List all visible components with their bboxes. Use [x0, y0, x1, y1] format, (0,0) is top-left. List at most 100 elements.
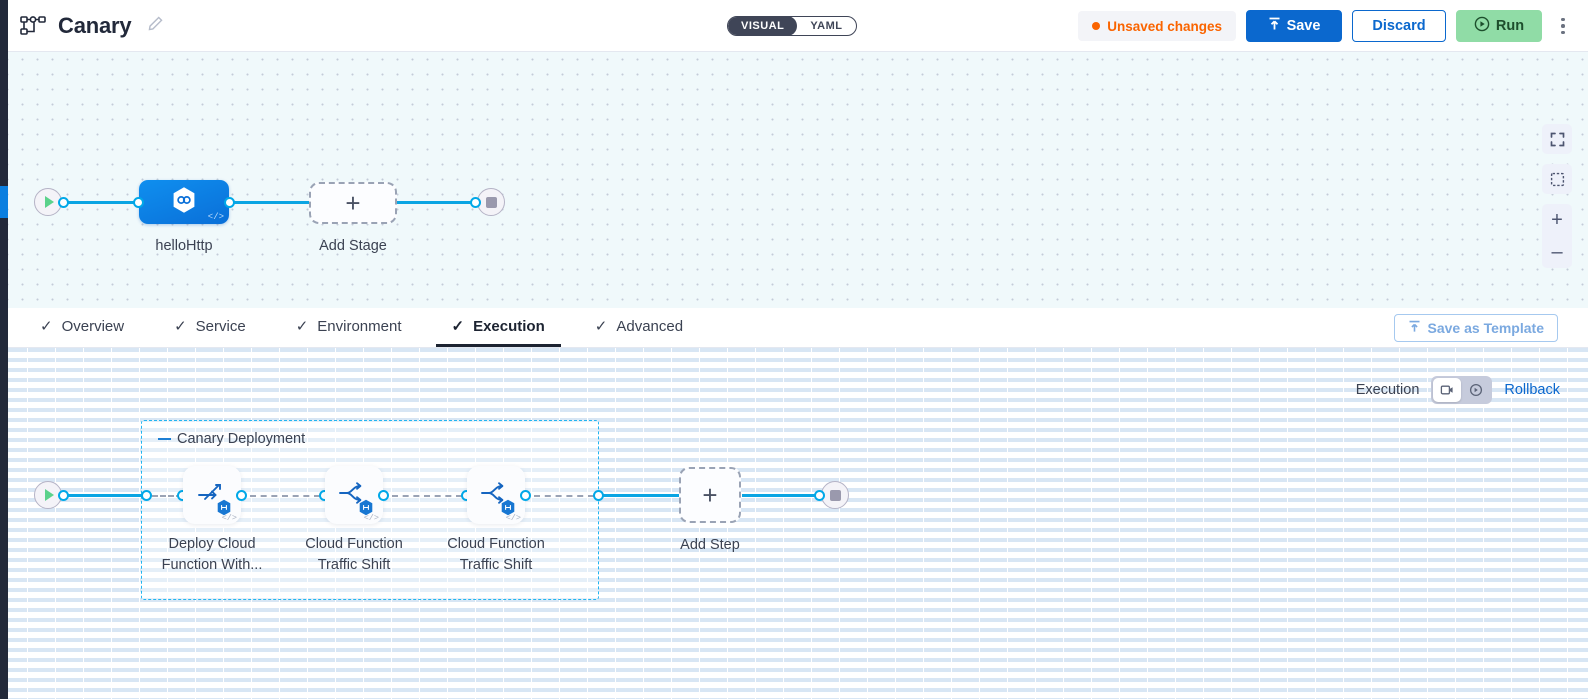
deploy-arrow-icon	[195, 479, 229, 512]
exec-connector-to-end	[742, 494, 824, 497]
save-button[interactable]: Save	[1246, 10, 1342, 42]
play-icon	[44, 489, 54, 501]
stage-node-in-port[interactable]	[133, 196, 144, 208]
stage-connector-1	[225, 201, 315, 204]
tabs-list: ✓ Overview ✓ Service ✓ Environment ✓ Exe…	[0, 308, 717, 347]
stage-node-hellohttp[interactable]: </> helloHttp	[133, 180, 235, 254]
stage-code-badge: </>	[207, 212, 224, 222]
exec-connector-g0	[152, 495, 182, 497]
save-button-label: Save	[1286, 18, 1321, 34]
exec-start-node-port[interactable]	[58, 489, 69, 501]
add-step-button[interactable]: +	[679, 467, 741, 523]
step-node-2-label-line1: Cloud Function	[305, 536, 403, 552]
add-stage-button[interactable]: +	[309, 182, 397, 224]
group-entry-port[interactable]	[141, 490, 152, 501]
stage-node-out-port[interactable]	[224, 196, 235, 208]
check-icon: ✓	[594, 317, 608, 335]
exec-end-node-port[interactable]	[814, 489, 825, 501]
kebab-menu-icon[interactable]	[1552, 10, 1574, 42]
status-badge-unsaved: Unsaved changes	[1078, 11, 1236, 41]
execution-toolbar: Execution Rollback	[1356, 376, 1560, 404]
end-node[interactable]	[470, 188, 505, 216]
exec-start-node[interactable]	[34, 481, 69, 509]
zoom-controls: + –	[1542, 204, 1572, 268]
add-step-node[interactable]: + Add Step	[679, 467, 741, 553]
stage-node-label: helloHttp	[155, 238, 213, 254]
step-node-traffic-shift-1[interactable]: </> Cloud Function Traffic Shift	[305, 466, 403, 573]
collapse-icon[interactable]	[158, 438, 171, 440]
check-icon: ✓	[295, 317, 309, 335]
tab-environment[interactable]: ✓ Environment	[280, 308, 418, 347]
stage-canvas[interactable]: </> helloHttp + Add Stage	[0, 52, 1588, 308]
execution-canvas[interactable]: Execution Rollback	[0, 348, 1588, 699]
view-mode-visual[interactable]: VISUAL	[728, 17, 798, 35]
execution-view-icon[interactable]	[1433, 378, 1462, 402]
exec-connector-to-add	[600, 494, 679, 497]
stage-connector-start	[56, 201, 144, 204]
pipeline-icon	[20, 15, 46, 37]
step-node-traffic-shift-2[interactable]: </> Cloud Function Traffic Shift	[447, 466, 545, 573]
step-1-code-badge: </>	[221, 513, 237, 523]
stage-connector-2	[392, 201, 484, 204]
header-left-group: Canary	[0, 13, 164, 39]
step-1-out-port[interactable]	[236, 490, 247, 501]
start-node[interactable]	[34, 188, 69, 216]
run-button[interactable]: Run	[1456, 10, 1542, 42]
rollback-link[interactable]: Rollback	[1504, 382, 1560, 398]
step-3-out-port[interactable]	[520, 490, 531, 501]
end-node-circle	[477, 188, 505, 216]
add-stage-node[interactable]: + Add Stage	[309, 182, 397, 254]
exec-end-node[interactable]	[814, 481, 849, 509]
edit-pencil-icon[interactable]	[143, 15, 164, 37]
fullscreen-icon[interactable]	[1542, 124, 1572, 154]
view-mode-toggle[interactable]: VISUAL YAML	[727, 16, 857, 36]
step-1-hex-badge	[216, 499, 232, 516]
stop-icon	[829, 489, 841, 501]
fit-to-screen-icon[interactable]	[1542, 164, 1572, 194]
execution-toolbar-label: Execution	[1355, 382, 1420, 398]
cloud-function-hex-icon	[171, 186, 197, 219]
tab-execution[interactable]: ✓ Execution	[435, 308, 561, 347]
tab-overview-label: Overview	[61, 317, 125, 335]
rollback-view-icon[interactable]	[1462, 378, 1490, 402]
header-actions: Unsaved changes Save Discard	[1078, 0, 1574, 52]
template-upload-icon	[1408, 320, 1421, 336]
group-exit-port[interactable]	[593, 490, 604, 501]
unsaved-label: Unsaved changes	[1107, 18, 1222, 34]
tab-overview[interactable]: ✓ Overview	[24, 308, 140, 347]
step-group-label: Canary Deployment	[158, 431, 305, 447]
unsaved-dot-icon	[1092, 22, 1101, 30]
step-3-code-badge: </>	[505, 513, 521, 523]
zoom-in-icon[interactable]: +	[1551, 208, 1563, 231]
execution-view-toggle[interactable]	[1431, 376, 1493, 404]
step-node-2-body[interactable]: </>	[325, 466, 383, 524]
plus-icon: +	[702, 480, 718, 510]
step-2-out-port[interactable]	[378, 490, 389, 501]
run-button-label: Run	[1495, 18, 1525, 34]
step-node-1-body[interactable]: </>	[183, 466, 241, 524]
zoom-out-icon[interactable]: –	[1551, 240, 1563, 263]
run-play-icon	[1474, 16, 1490, 36]
end-node-port[interactable]	[470, 196, 481, 208]
exec-end-node-circle	[821, 481, 849, 509]
traffic-shift-icon	[479, 479, 513, 512]
tab-environment-label: Environment	[317, 317, 402, 335]
view-mode-yaml[interactable]: YAML	[810, 20, 843, 32]
step-group-label-text: Canary Deployment	[177, 431, 306, 447]
tab-service[interactable]: ✓ Service	[158, 308, 262, 347]
step-3-hex-badge	[500, 499, 516, 516]
add-step-label: Add Step	[680, 537, 740, 553]
tab-advanced[interactable]: ✓ Advanced	[579, 308, 699, 347]
start-node-port[interactable]	[58, 196, 69, 208]
exec-connector-start	[56, 494, 142, 497]
step-node-deploy-cloud-function[interactable]: </> Deploy Cloud Function With...	[162, 466, 262, 573]
step-node-3-body[interactable]: </>	[467, 466, 525, 524]
exec-connector-s1	[250, 495, 320, 497]
exec-connector-s2	[392, 495, 462, 497]
step-node-3-label: Cloud Function Traffic Shift	[416, 534, 576, 576]
stage-node-body[interactable]: </>	[133, 180, 235, 224]
discard-button[interactable]: Discard	[1352, 10, 1446, 42]
step-node-1-label-line2: Function With...	[161, 557, 263, 574]
save-as-template-button[interactable]: Save as Template	[1393, 314, 1558, 342]
